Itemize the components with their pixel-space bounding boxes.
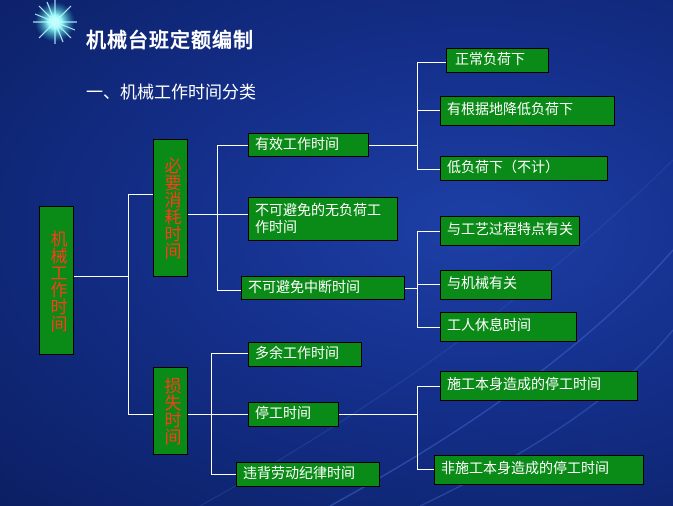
node-machine-related: 与机械有关 xyxy=(440,270,552,300)
node-normal-load: 正常负荷下 xyxy=(446,48,549,73)
page-title: 机械台班定额编制 xyxy=(86,28,254,52)
node-unavoidable-interrupt-time: 不可避免中断时间 xyxy=(241,276,405,300)
root-node: 机械工作时间 xyxy=(39,206,74,355)
node-reduced-load-with-basis: 有根据地降低负荷下 xyxy=(440,96,615,126)
node-unavoidable-noload-time: 不可避免的无负荷工作时间 xyxy=(248,197,398,241)
node-excess-work-time: 多余工作时间 xyxy=(248,342,362,367)
node-process-related: 与工艺过程特点有关 xyxy=(440,216,580,246)
branch-necessary: 必要消耗时间 xyxy=(153,139,188,277)
node-worker-rest-time: 工人休息时间 xyxy=(440,312,577,342)
node-non-construction-caused-stoppage: 非施工本身造成的停工时间 xyxy=(434,455,644,485)
node-construction-caused-stoppage: 施工本身造成的停工时间 xyxy=(440,371,638,401)
node-low-load-excluded: 低负荷下（不计） xyxy=(440,156,608,181)
branch-loss: 损失时间 xyxy=(153,367,188,455)
section-subtitle: 一、机械工作时间分类 xyxy=(86,83,256,103)
node-discipline-violation-time: 违背劳动纪律时间 xyxy=(236,462,380,487)
sparkle-icon xyxy=(33,0,77,44)
node-effective-work-time: 有效工作时间 xyxy=(248,133,369,157)
node-stoppage-time: 停工时间 xyxy=(248,402,339,427)
